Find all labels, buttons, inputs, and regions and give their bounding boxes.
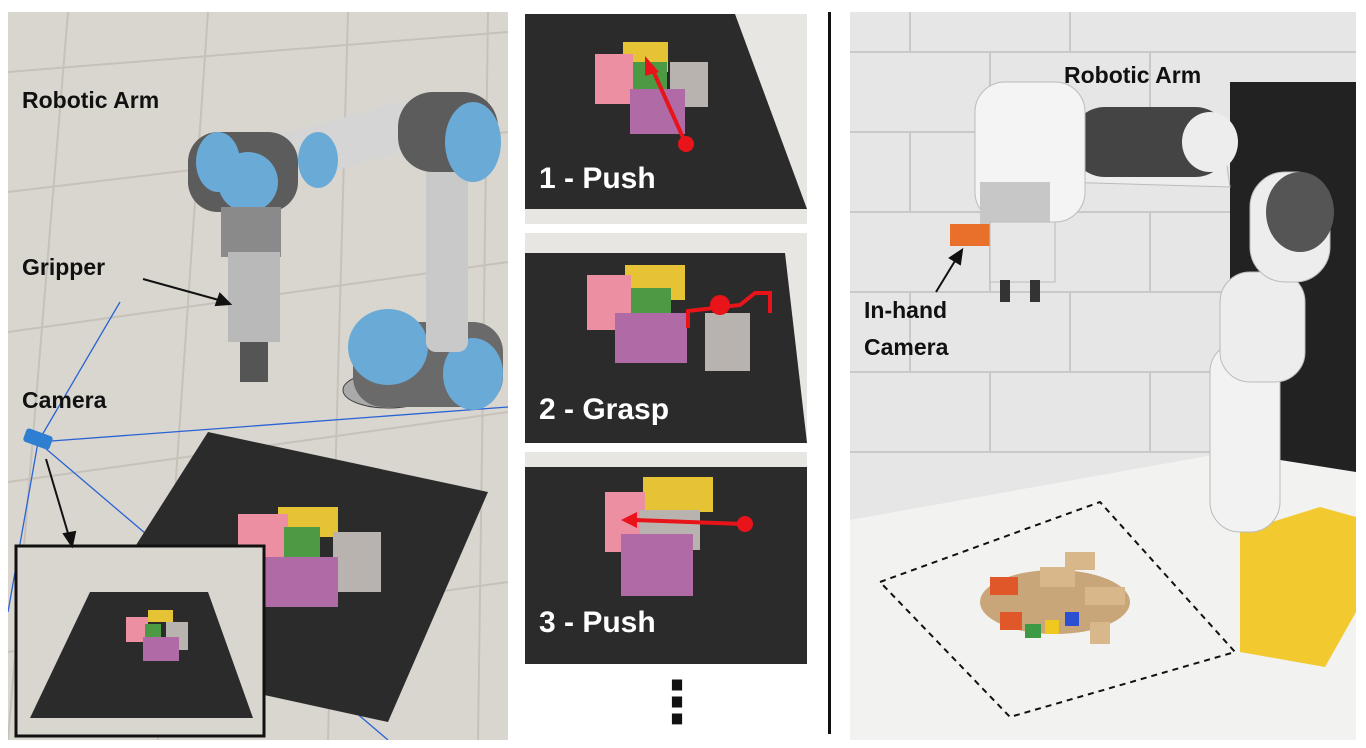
continuation-ellipsis: ⋮ [648,668,706,736]
step-3-frame: 3 - Push [525,452,807,664]
real-robot-panel: Robotic Arm In-hand Camera [850,12,1356,740]
block-stack [238,507,381,607]
gripper-label: Gripper [22,254,106,280]
robotic-arm-label: Robotic Arm [22,87,160,113]
step-2-label: 2 - Grasp [539,393,670,426]
step-2-frame: 2 - Grasp [525,233,807,443]
gripper-body [228,252,280,342]
simulation-scene [8,12,508,740]
workspace-boundary [878,500,1237,719]
yellow-bin [1240,507,1356,667]
camera-view-inset [14,544,266,738]
step-3-label: 3 - Push [539,606,656,639]
block-pile [980,552,1130,644]
real-robotic-arm-label: Robotic Arm [1064,62,1202,88]
real-robot-scene [850,12,1356,740]
in-hand-camera-device [950,224,995,246]
in-hand-camera-label-line1: In-hand [864,297,948,323]
camera-label: Camera [22,387,107,413]
camera-icon [23,428,53,450]
step-1-label: 1 - Push [539,162,656,195]
panel-divider [828,12,831,734]
simulation-panel: Robotic Arm Gripper Camera [8,12,508,740]
in-hand-camera-label-line2: Camera [864,334,949,360]
step-1-frame: 1 - Push [525,14,807,224]
